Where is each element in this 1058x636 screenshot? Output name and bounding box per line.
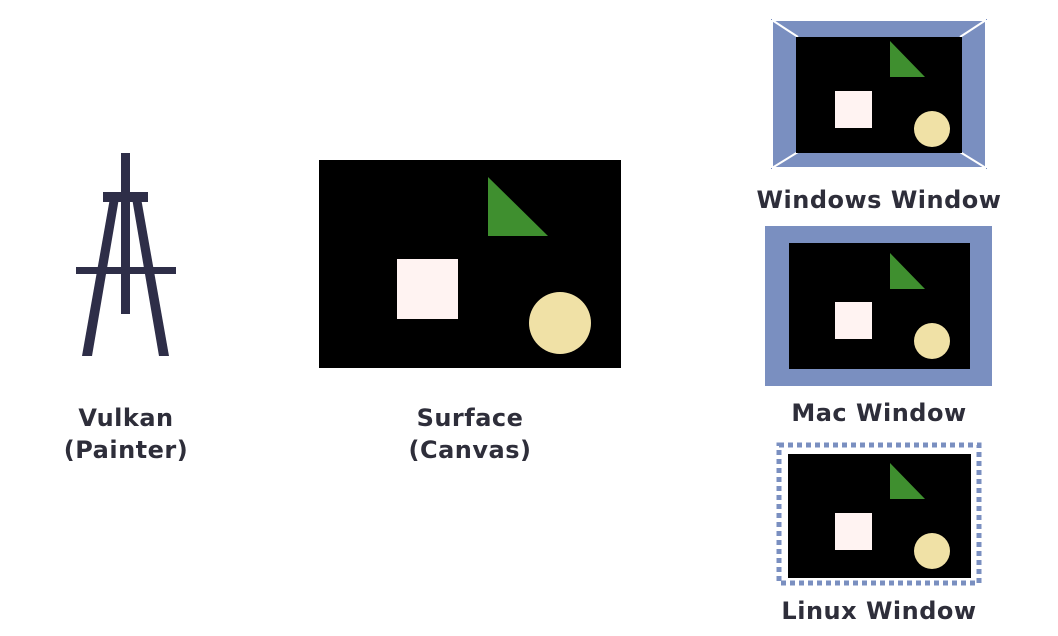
window-frame-dotted (776, 442, 982, 586)
surface-label-line1: Surface (417, 404, 524, 432)
window-bevel (771, 19, 987, 169)
linux-window (776, 442, 982, 586)
mac-window (765, 226, 992, 386)
mac-window-label: Mac Window (791, 399, 966, 427)
vulkan-label-line1: Vulkan (78, 404, 173, 432)
easel-icon (76, 153, 176, 356)
square-shape (835, 91, 872, 128)
square-shape (397, 259, 458, 319)
circle-shape (529, 292, 591, 354)
windows-window-label: Windows Window (757, 186, 1002, 214)
triangle-shape (890, 41, 925, 77)
circle-shape (914, 323, 950, 359)
square-shape (835, 302, 872, 339)
windows-window (771, 19, 987, 169)
circle-shape (914, 111, 950, 147)
surface-canvas (319, 160, 621, 368)
square-shape (835, 513, 872, 550)
triangle-shape (890, 463, 925, 499)
circle-shape (914, 533, 950, 569)
triangle-shape (890, 253, 925, 289)
triangle-shape (488, 177, 548, 236)
linux-window-label: Linux Window (781, 597, 976, 625)
vulkan-label-line2: (Painter) (64, 436, 188, 464)
surface-label-line2: (Canvas) (409, 436, 532, 464)
